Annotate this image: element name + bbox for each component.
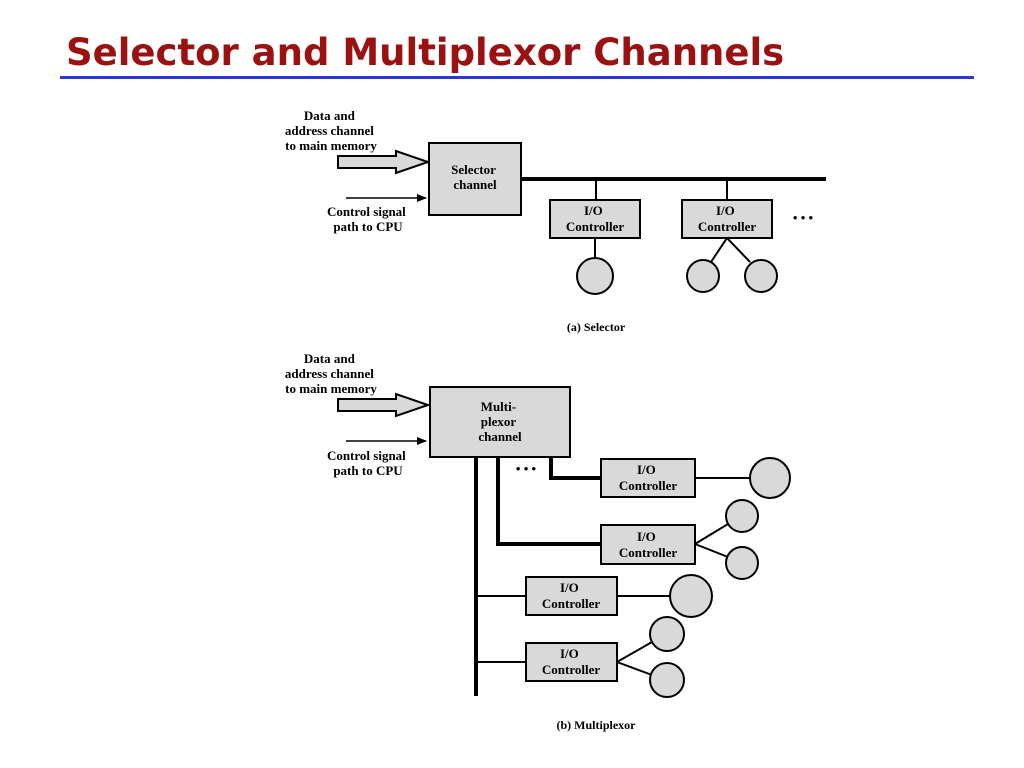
multiplexor-bus-1 xyxy=(549,457,601,480)
multiplexor-device-5 xyxy=(649,616,685,652)
multiplexor-data-label: Data and address channel to main memory xyxy=(285,351,377,396)
multiplexor-device-6 xyxy=(649,662,685,698)
multiplexor-channel-box xyxy=(429,386,571,458)
multiplexor-ellipsis: • • • xyxy=(516,461,537,476)
multiplexor-device-3 xyxy=(725,546,759,580)
multiplexor-bus-2 xyxy=(496,457,601,546)
multiplexor-device-2 xyxy=(725,499,759,533)
multiplexor-io-controller-4-label: I/O Controller xyxy=(542,646,600,677)
selector-device-1 xyxy=(576,257,614,295)
slide-title: Selector and Multiplexor Channels xyxy=(66,31,785,74)
multiplexor-control-label: Control signal path to CPU xyxy=(327,448,409,478)
multiplexor-device-1 xyxy=(749,457,791,499)
multiplexor-device-4 xyxy=(669,574,713,618)
selector-device-2 xyxy=(686,259,720,293)
multiplexor-io-controller-2-label: I/O Controller xyxy=(619,529,677,560)
multiplexor-io-controller-4 xyxy=(525,642,618,682)
title-underline xyxy=(60,76,974,79)
multiplexor-io-controller-1-label: I/O Controller xyxy=(619,462,677,493)
selector-io-controller-1 xyxy=(549,199,641,239)
selector-io-controller-2-label: I/O Controller xyxy=(698,203,756,234)
multiplexor-data-arrow xyxy=(337,392,432,418)
selector-data-arrow xyxy=(337,149,432,175)
selector-ellipsis: • • • xyxy=(793,210,814,225)
selector-io-controller-1-label: I/O Controller xyxy=(566,203,624,234)
multiplexor-diagram: Data and address channel to main memory … xyxy=(285,351,791,732)
multiplexor-caption: (b) Multiplexor xyxy=(557,718,637,732)
multiplexor-io-controller-3-label: I/O Controller xyxy=(542,580,600,611)
selector-channel-box xyxy=(428,142,522,216)
selector-diagram: Data and address channel to main memory … xyxy=(285,108,826,334)
selector-channel-label: Selector channel xyxy=(451,162,499,192)
multiplexor-io-controller-3 xyxy=(525,576,618,616)
selector-device-3 xyxy=(744,259,778,293)
selector-data-label: Data and address channel to main memory xyxy=(285,108,377,153)
multiplexor-channel-label: Multi- plexor channel xyxy=(478,399,522,444)
selector-control-label: Control signal path to CPU xyxy=(327,204,409,234)
selector-caption: (a) Selector xyxy=(567,320,626,334)
